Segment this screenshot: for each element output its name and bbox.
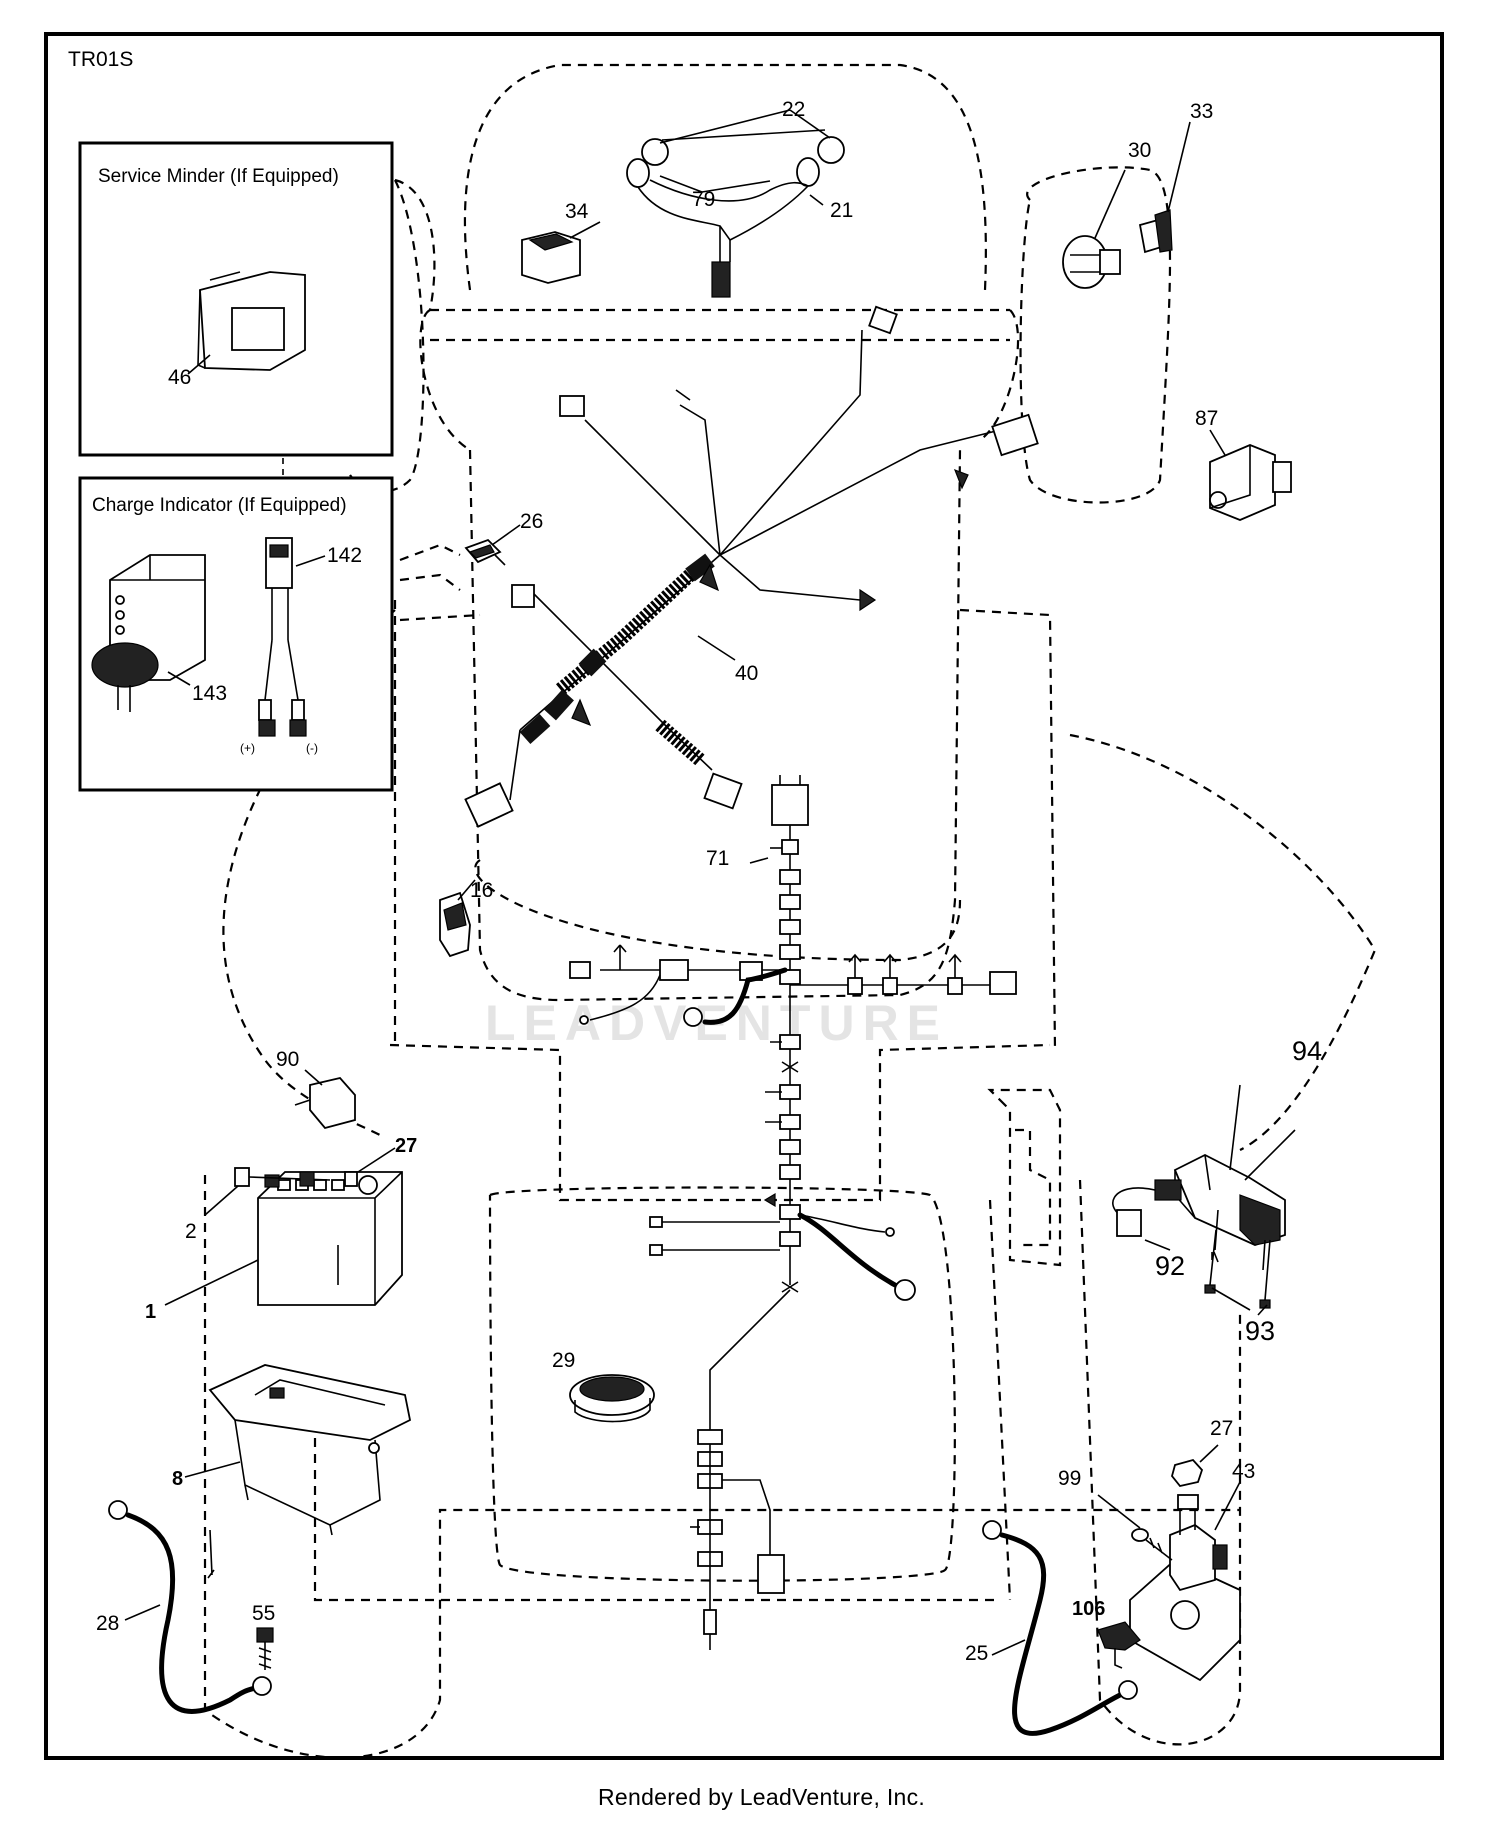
callout-25: 25	[965, 1642, 988, 1665]
nut-27-icon	[1171, 1458, 1204, 1488]
charge-indicator-lead-icon	[258, 537, 307, 737]
callout-8: 8	[172, 1468, 183, 1490]
callout-71: 71	[706, 847, 729, 870]
relay-icon	[439, 891, 471, 958]
callout-27-battery: 27	[395, 1135, 417, 1157]
ignition-switch-icon	[1062, 235, 1121, 289]
bolt-55-icon	[256, 1627, 274, 1670]
callout-29: 29	[552, 1349, 575, 1372]
callout-94: 94	[1292, 1036, 1322, 1066]
callout-79: 79	[692, 188, 715, 211]
charge-indicator-title: Charge Indicator (If Equipped)	[92, 495, 347, 516]
main-wire-harness	[464, 305, 1039, 828]
battery-cable-positive	[982, 1520, 1138, 1736]
terminal-minus-label: (-)	[306, 741, 318, 755]
callout-21: 21	[830, 199, 853, 222]
callout-143: 143	[192, 682, 227, 705]
callout-106: 106	[1072, 1598, 1105, 1620]
callout-142: 142	[327, 544, 362, 567]
render-credit: Rendered by LeadVenture, Inc.	[598, 1784, 925, 1810]
outer-frame	[44, 32, 1444, 1760]
callout-2: 2	[185, 1220, 197, 1243]
ignition-key-icon	[1138, 209, 1173, 254]
battery-tray-icon	[208, 1364, 412, 1536]
battery-cable-negative	[108, 1500, 272, 1714]
charge-indicator-box: Charge Indicator (If Equipped) 143 (+) (…	[78, 458, 394, 792]
battery-bolt-icon	[234, 1167, 358, 1187]
engine-wire-harness	[569, 775, 1017, 1208]
callout-34: 34	[565, 200, 589, 223]
callout-22: 22	[782, 98, 805, 121]
solenoid-icon	[1112, 1153, 1286, 1271]
callout-87: 87	[1195, 407, 1218, 430]
callout-92: 92	[1155, 1251, 1185, 1281]
diagram-code: TR01S	[68, 48, 133, 71]
callout-93: 93	[1245, 1316, 1275, 1346]
callout-43: 43	[1232, 1460, 1255, 1483]
callout-28: 28	[96, 1612, 119, 1635]
battery-icon	[257, 1171, 403, 1306]
headlight-harness	[626, 109, 845, 298]
callout-46: 46	[168, 366, 191, 389]
solenoid-bracket-icon	[1129, 1494, 1241, 1682]
service-minder-box: Service Minder (If Equipped) 46	[78, 141, 394, 457]
callout-33: 33	[1190, 100, 1213, 123]
callout-99: 99	[1058, 1467, 1081, 1490]
callout-27-bracket: 27	[1210, 1417, 1233, 1440]
bolt-99-icon	[1131, 1528, 1173, 1561]
fuse-holder-icon	[464, 538, 506, 566]
rear-wire-harness	[649, 1180, 916, 1650]
seat-switch-icon	[1209, 444, 1292, 521]
switch-icon	[521, 231, 581, 284]
tractor-outline	[203, 63, 1377, 1759]
terminal-plus-label: (+)	[240, 741, 255, 755]
callout-55: 55	[252, 1602, 275, 1625]
callout-26: 26	[520, 510, 543, 533]
service-minder-title: Service Minder (If Equipped)	[98, 166, 339, 187]
charge-indicator-gauge-icon	[91, 554, 206, 712]
grommet-icon	[569, 1374, 655, 1423]
service-minder-display-icon	[197, 271, 306, 371]
clip-106-icon	[1097, 1621, 1141, 1669]
connector-90-icon	[294, 1077, 356, 1130]
callout-40: 40	[735, 662, 758, 685]
callout-16: 16	[470, 879, 493, 902]
callout-90: 90	[276, 1048, 299, 1071]
callout-30: 30	[1128, 139, 1151, 162]
callout-1: 1	[145, 1301, 156, 1323]
